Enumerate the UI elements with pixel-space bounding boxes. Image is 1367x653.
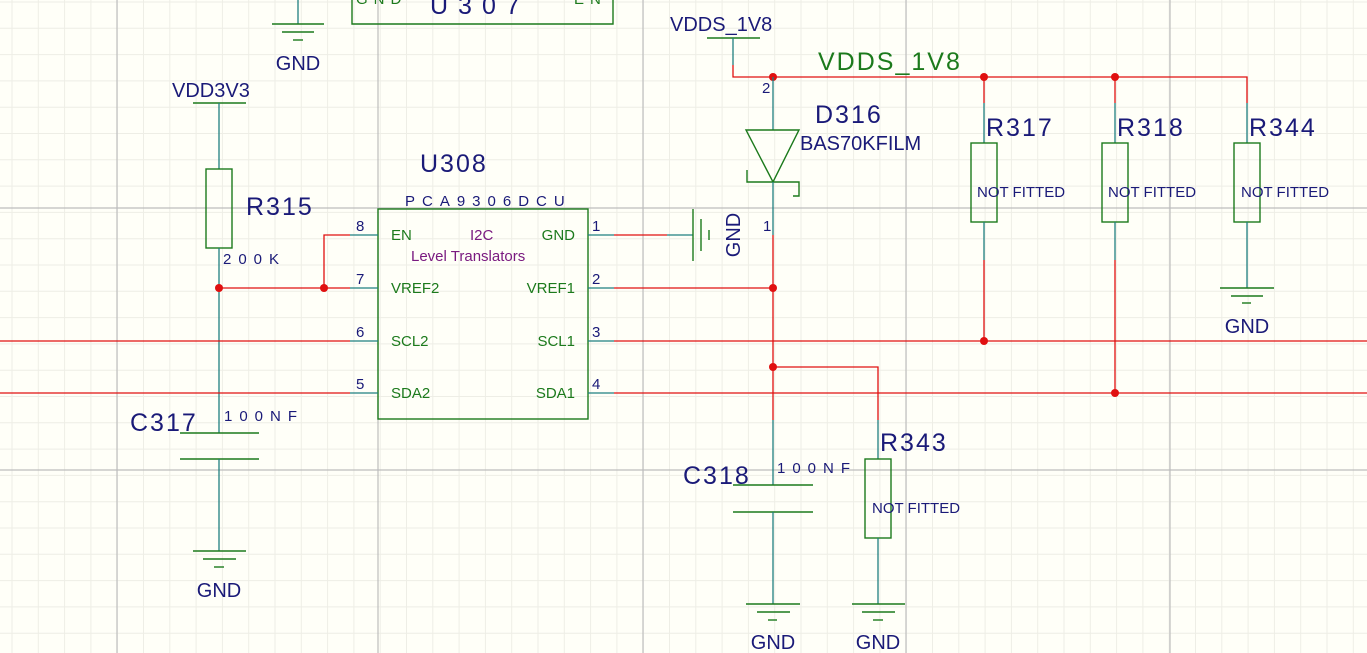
r315-ref: R315 [246,193,314,221]
diode-symbol [744,129,801,184]
u307-ref: U307 [430,0,530,20]
r317-ref: R317 [986,114,1054,142]
power-vdds-1v8[interactable]: VDDS_1V8 [670,14,772,65]
u308-ref: U308 [420,150,488,178]
vdd3v3-label: VDD3V3 [172,80,250,102]
component-r343[interactable]: R343 NOT FITTED GND [852,420,960,653]
r344-value: NOT FITTED [1241,184,1329,201]
d316-ref: D316 [815,101,883,129]
gnd-symbol-rotated[interactable]: GND [614,209,745,261]
c318-value: 100NF [777,460,857,477]
r317-value: NOT FITTED [977,184,1065,201]
gnd-label: GND [197,580,241,602]
pin-name-vref1: VREF1 [527,280,575,297]
u307-pin-en: EN [574,0,607,8]
gnd-label: GND [723,213,745,257]
pin-number: 3 [592,324,600,341]
component-c317[interactable]: C317 100NF GND [130,288,304,602]
gnd-label: GND [856,632,900,653]
r315-value: 200K [223,251,286,268]
gnd-label: GND [276,53,320,75]
component-r317[interactable]: R317 NOT FITTED [970,103,1065,260]
pin-name-vref2: VREF2 [391,280,439,297]
u308-function-2: Level Translators [411,248,525,265]
pin-number: 6 [356,324,364,341]
component-u307[interactable]: GND U307 EN [351,0,614,25]
gnd-label: GND [1225,316,1269,338]
c317-ref: C317 [130,409,198,437]
component-r315[interactable]: R315 200K [205,103,314,288]
vdds-1v8-label: VDDS_1V8 [670,14,772,36]
power-vdd3v3[interactable]: VDD3V3 [172,80,250,104]
component-u308[interactable]: U308 PCA9306DCU I2C Level Translators 8 … [350,150,614,420]
r318-value: NOT FITTED [1108,184,1196,201]
net-label-vdds-1v8[interactable]: VDDS_1V8 [818,48,962,76]
pin-name-scl1: SCL1 [537,333,575,350]
u307-body [351,0,614,25]
pin-name-sda2: SDA2 [391,385,430,402]
pin-name-scl2: SCL2 [391,333,429,350]
pin-name-gnd: GND [542,227,576,244]
component-r318[interactable]: R318 NOT FITTED [1101,103,1196,260]
c318-ref: C318 [683,462,751,490]
d316-part: BAS70KFILM [800,133,921,155]
u308-function-1: I2C [470,227,494,244]
gnd-label: GND [751,632,795,653]
wires-left[interactable] [0,234,350,394]
r343-value: NOT FITTED [872,500,960,517]
wires-right[interactable] [614,65,1367,420]
pin-name-sda1: SDA1 [536,385,575,402]
d316-pin-anode: 2 [762,80,770,97]
pin-number: 1 [592,218,600,235]
u308-part: PCA9306DCU [405,193,572,210]
c317-value: 100NF [224,408,304,425]
component-r344[interactable]: R344 NOT FITTED GND [1220,103,1329,338]
r343-ref: R343 [880,429,948,457]
component-c318[interactable]: C318 100NF GND [683,420,857,653]
pin-number: 4 [592,376,600,393]
pin-number: 5 [356,376,364,393]
r344-ref: R344 [1249,114,1317,142]
pin-name-en: EN [391,227,412,244]
r318-ref: R318 [1117,114,1185,142]
pin-number: 8 [356,218,364,235]
pin-number: 7 [356,271,364,288]
component-d316[interactable]: 2 1 D316 BAS70KFILM [744,77,921,235]
pin-number: 2 [592,271,600,288]
u307-pin-gnd: GND [356,0,407,8]
u308-body [377,208,589,420]
gnd-symbol-top[interactable]: GND [272,0,324,75]
d316-pin-cathode: 1 [763,218,771,235]
